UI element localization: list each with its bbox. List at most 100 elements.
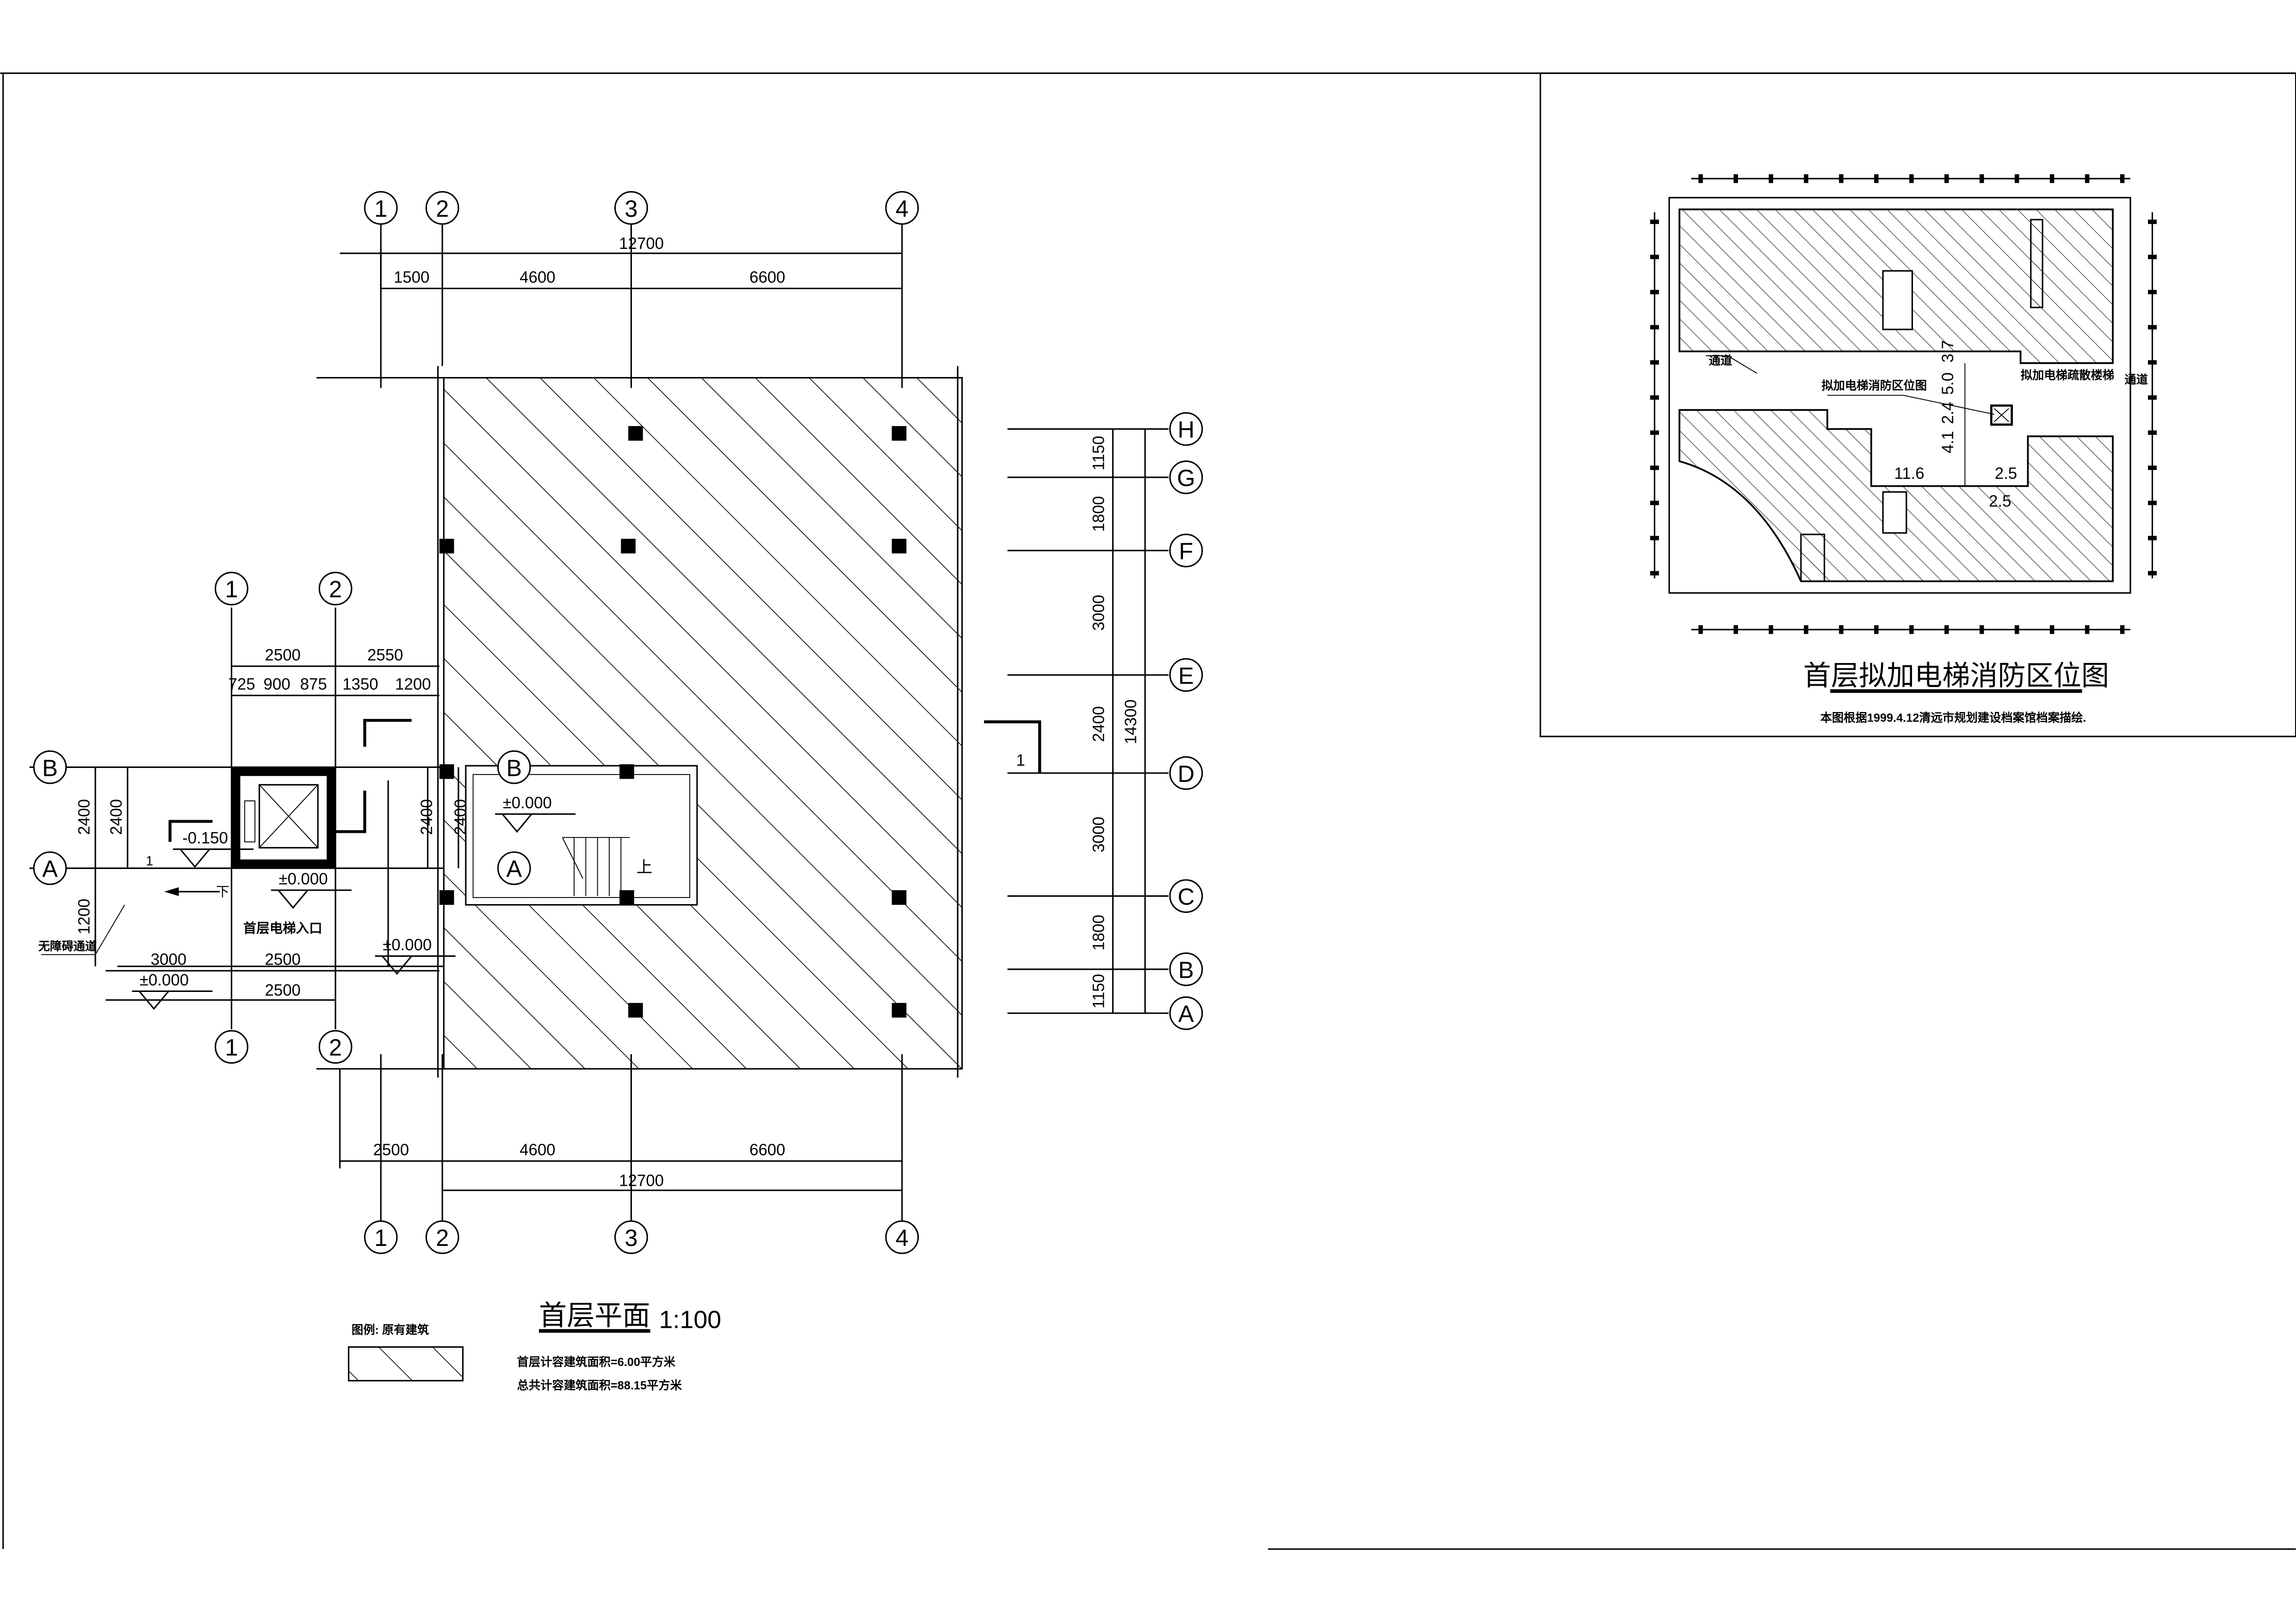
column [891,539,907,554]
legend-label: 图例: 原有建筑 [352,1323,429,1337]
axis-bottom-4: 4 [896,1225,909,1251]
elevation-elevator: ±0.000 [278,870,328,888]
dim-detail-sub: 900 [264,675,291,694]
axis-right-B: B [1178,957,1194,983]
legend [348,1329,650,1381]
dim-detail-bottom: 2500 [265,981,300,999]
dim-detail-bottom: 3000 [151,950,186,968]
dim-detail-left: 1200 [75,898,93,934]
sheet-frame [0,72,2296,1550]
structural-columns [439,426,907,1018]
axis-bottom-1: 1 [374,1225,387,1251]
dim-top-part: 4600 [520,268,555,286]
dim-detail-left: 2400 [107,799,125,835]
axis-bottom-2: 2 [436,1225,449,1251]
dim-bottom-total: 12700 [619,1171,664,1189]
detail-axis-bottom-2-bubble [318,1030,353,1064]
dim-detail: 2500 [265,646,300,664]
axis-right-C-bubble [1169,879,1203,913]
elevation-ramp: ±0.000 [140,971,189,989]
inset-elevator-label: 拟加电梯消防区位图 [1821,379,1927,392]
dimension-annotations: 1 2 3 4 12700 1500 4600 6600 1 2 3 4 2500 4600 6600 127… [33,174,2157,1392]
dim-detail-left: 2400 [75,799,93,835]
inset-dim: 2.5 [1995,465,2017,483]
axis-right-G-bubble [1169,460,1203,495]
detail-axis-left-B-bubble [33,750,67,784]
inset-dim: 11.6 [1894,465,1925,483]
step-mark: 1 [146,854,153,868]
dim-top-total: 12700 [619,235,664,253]
inset-stair-label: 拟加电梯疏散楼梯 [2021,369,2114,382]
dim-detail-sub: 1350 [342,675,378,694]
inset-corridor-label: 通道 [2124,373,2148,386]
dim-top-part: 1500 [394,268,429,286]
detail-axis-inner-A-bubble [497,851,531,886]
column [891,890,907,905]
axis-right-B-bubble [1169,952,1203,986]
axis-top-2: 2 [436,195,449,222]
axis-right-D-bubble [1169,756,1203,790]
inset-dim: 3.7 [1939,340,1957,362]
dim-detail-right: 2400 [418,799,436,835]
detail-axis-bottom-1-bubble [215,1030,248,1064]
axis-right-F: F [1179,538,1193,564]
dim-detail-right: 2400 [452,799,470,835]
dim-bottom-part: 6600 [749,1141,785,1159]
dim-right: 3000 [1090,817,1108,852]
axis-right-A-bubble [1169,996,1203,1030]
elevator-shaft [231,767,336,868]
inset-dim: 2.5 [1989,492,2011,510]
section-mark-1: 1 [1016,751,1025,769]
inset-corridor-label: 通道 [1709,354,1733,367]
detail-axis-bottom-2: 2 [329,1035,342,1061]
inset-dim: 5.0 [1939,372,1957,395]
legend-hatch-swatch [348,1346,464,1381]
detail-axis-top-1: 1 [225,576,238,602]
dim-right: 1150 [1090,436,1108,471]
axis-right-C: C [1177,884,1194,910]
inset-site-plan [1653,178,2154,693]
column [619,764,634,779]
dim-detail-sub: 1200 [395,675,431,694]
detail-axis-inner-B-bubble [497,750,531,784]
inset-dim: 2.4 [1939,402,1957,424]
plan-title: 首层平面 [539,1300,650,1331]
stair-enclosure [465,765,698,906]
dim-right: 1800 [1090,915,1108,950]
inset-title: 首层拟加电梯消防区位图 [1803,660,2109,691]
detail-axis-inner-B: B [506,755,522,781]
inset-note: 本图根据1999.4.12清远市规划建设档案馆档案描绘. [1820,711,2086,725]
axis-top-3: 3 [625,195,637,222]
stair-up-label: 上 [636,858,652,876]
dim-bottom-part: 4600 [520,1141,555,1159]
detail-axis-left-B: B [42,755,58,781]
axis-bottom-3: 3 [625,1225,637,1251]
inset-dim: 4.1 [1939,431,1957,453]
dim-top-part: 6600 [749,268,785,286]
detail-axis-bottom-1: 1 [225,1035,238,1061]
elevation-entrance: ±0.000 [383,936,432,954]
plan-scale: 1:100 [659,1306,722,1333]
column [621,539,636,554]
detail-axis-inner-A: A [506,856,522,882]
dim-detail-bottom: 2500 [265,950,300,968]
dim-right: 3000 [1090,595,1108,631]
elevation-low: -0.150 [182,829,228,847]
elevation-existing: ±0.000 [503,794,552,812]
axis-right-H-bubble [1169,412,1203,446]
detail-axis-top-1-bubble [215,571,248,606]
detail-axis-top-2: 2 [329,576,342,602]
accessible-ramp-label: 无障碍通道 [38,940,97,953]
detail-axis-left-A-bubble [33,851,67,886]
axis-top-4: 4 [896,195,909,222]
axis-right-D: D [1177,761,1194,787]
detail-axis-left-A: A [42,856,58,882]
axis-right-H: H [1177,416,1194,443]
stair-icon [562,837,630,896]
dim-right-total: 14300 [1122,700,1140,744]
column [619,890,634,905]
dim-right: 1800 [1090,496,1108,532]
column [891,1003,907,1018]
axis-right-E: E [1178,663,1194,689]
